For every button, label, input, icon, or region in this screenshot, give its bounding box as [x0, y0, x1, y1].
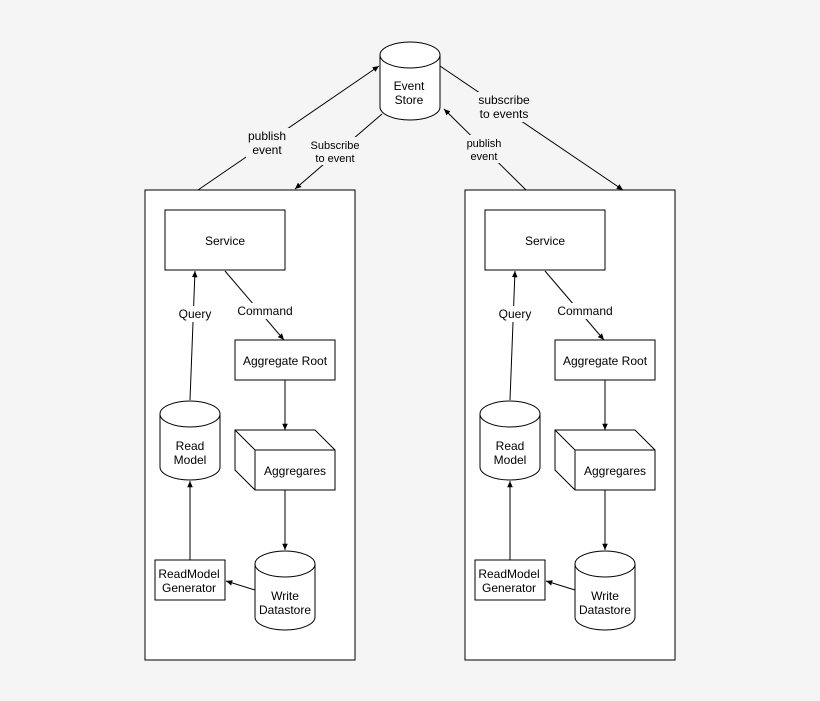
edge-command: Command	[544, 270, 614, 341]
write-datastore-label-2: Datastore	[259, 603, 311, 617]
readmodel-generator-box: ReadModel Generator	[154, 559, 226, 601]
write-datastore-label-1: Write	[271, 589, 299, 603]
edge-right-subscribe: subscribe to events	[439, 65, 624, 191]
readmodel-generator-label-2: Generator	[482, 581, 536, 595]
write-datastore: Write Datastore	[574, 550, 636, 631]
aggregates-cube: Aggregares	[234, 429, 336, 491]
event-store: Event Store	[379, 41, 441, 121]
readmodel-generator-label-1: ReadModel	[158, 567, 219, 581]
right-publish-label-2: event	[471, 151, 498, 163]
service-label: Service	[525, 234, 565, 248]
aggregates-label: Aggregares	[264, 464, 326, 478]
right-subscribe-label-2: to events	[480, 107, 529, 121]
edge-left-subscribe: Subscribe to event	[294, 113, 383, 190]
readmodel-generator-label-1: ReadModel	[478, 567, 539, 581]
service-panel-right: Service Command Query Aggregate Root Agg…	[464, 189, 676, 661]
left-subscribe-label-1: Subscribe	[311, 140, 360, 152]
aggregate-root-label: Aggregate Root	[243, 354, 328, 368]
edge-command: Command	[224, 270, 294, 341]
aggregate-root-box: Aggregate Root	[234, 339, 336, 381]
command-label: Command	[557, 304, 612, 318]
edge-query: Query	[177, 270, 213, 401]
left-subscribe-label-2: to event	[315, 153, 354, 165]
read-model: Read Model	[159, 400, 221, 481]
readmodel-generator-label-2: Generator	[162, 581, 216, 595]
read-model-label-1: Read	[176, 439, 205, 453]
edge-datastore-to-generator	[545, 580, 576, 591]
aggregate-root-box: Aggregate Root	[554, 339, 656, 381]
left-publish-label-2: event	[252, 143, 282, 157]
service-label: Service	[205, 234, 245, 248]
command-label: Command	[237, 304, 292, 318]
write-datastore-label-2: Datastore	[579, 603, 631, 617]
read-model-label-2: Model	[494, 453, 527, 467]
left-publish-label-1: publish	[248, 129, 286, 143]
event-store-label-1: Event	[394, 79, 425, 93]
aggregates-label: Aggregares	[584, 464, 646, 478]
service-box: Service	[164, 209, 286, 271]
service-box: Service	[484, 209, 606, 271]
query-label: Query	[179, 307, 212, 321]
write-datastore: Write Datastore	[254, 550, 316, 631]
edge-query: Query	[497, 270, 533, 401]
event-store-label-2: Store	[395, 93, 424, 107]
read-model: Read Model	[479, 400, 541, 481]
aggregates-cube: Aggregares	[554, 429, 656, 491]
readmodel-generator-box: ReadModel Generator	[474, 559, 546, 601]
read-model-label-2: Model	[174, 453, 207, 467]
right-subscribe-label-1: subscribe	[478, 93, 530, 107]
right-publish-label-1: publish	[467, 138, 502, 150]
edge-datastore-to-generator	[225, 580, 256, 591]
edge-right-publish: publish event	[443, 108, 527, 191]
read-model-label-1: Read	[496, 439, 525, 453]
aggregate-root-label: Aggregate Root	[563, 354, 648, 368]
edge-left-publish: publish event	[197, 65, 380, 191]
service-panel-left: Service Command Query Aggregate Root Agg…	[144, 189, 356, 661]
write-datastore-label-1: Write	[591, 589, 619, 603]
query-label: Query	[499, 307, 532, 321]
